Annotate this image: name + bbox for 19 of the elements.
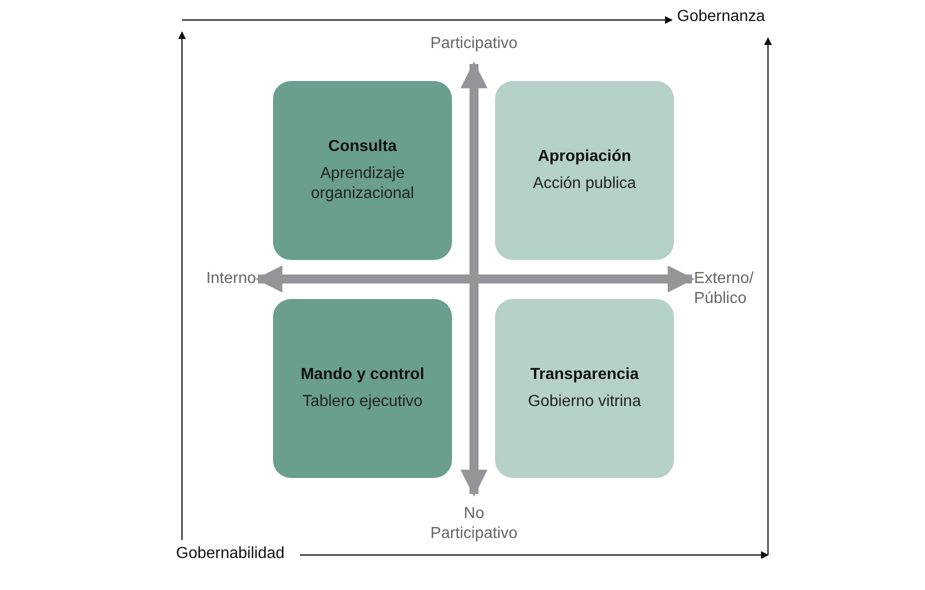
axis-label: Gobernabilidad [176, 545, 286, 563]
quadrant-card [273, 299, 452, 478]
axis-label: Gobernanza [677, 8, 766, 26]
axis-label: Interno [196, 269, 256, 289]
card-text: Aprendizaje organizacional [310, 164, 416, 204]
card-text: Acción publica [532, 174, 636, 194]
axis-label: Participativo [419, 34, 529, 54]
axis-label: Externo/ Público [694, 269, 760, 309]
quadrant-card [495, 81, 674, 260]
quadrant-card [495, 299, 674, 478]
card-text: Tablero ejecutivo [302, 392, 423, 412]
card-text: Gobierno vitrina [528, 392, 641, 412]
double-arrow [460, 61, 488, 497]
axis-label: No Participativo [419, 504, 529, 544]
card-title: Consulta [328, 138, 397, 156]
card-title: Transparencia [530, 366, 639, 384]
card-title: Mando y control [300, 366, 424, 384]
card-title: Apropiación [538, 148, 632, 166]
quadrant-card [273, 81, 452, 260]
